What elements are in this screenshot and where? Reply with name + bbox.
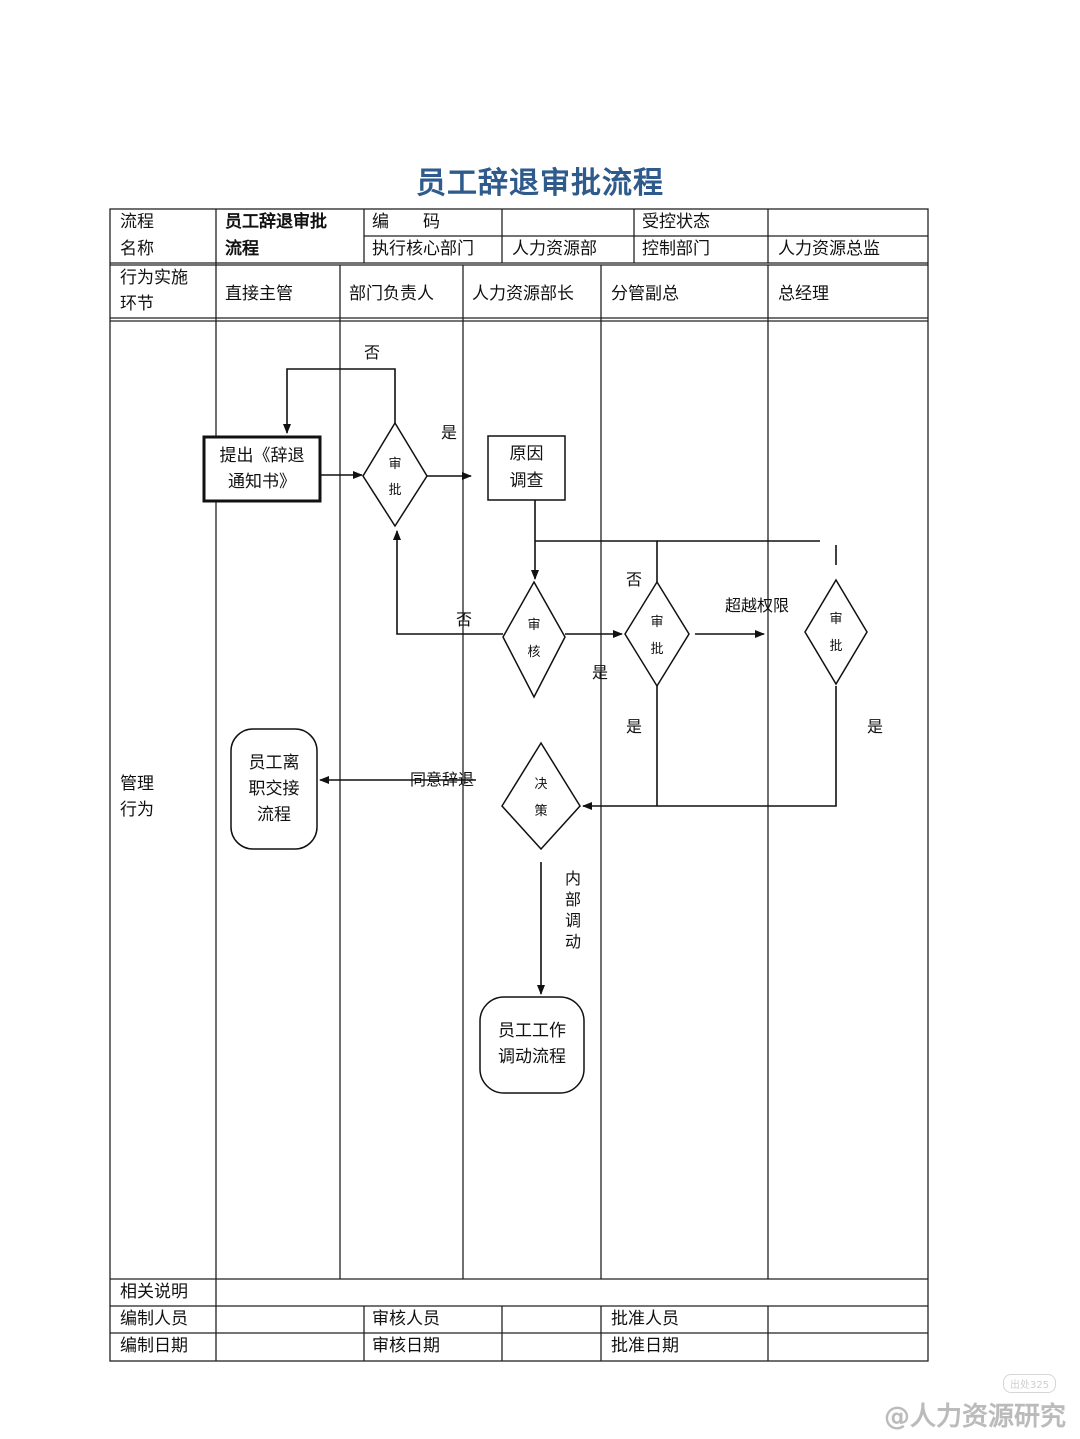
approve1-text-1: 审: [388, 457, 402, 472]
reviewed-date-label: 审核日期: [372, 1336, 440, 1356]
exec-dept-value: 人力资源部: [512, 239, 597, 259]
investigate-text-1: 原因: [509, 444, 544, 464]
review-text-1: 审: [527, 618, 541, 633]
edge-approve3-decision: [582, 686, 837, 810]
decision-text-1: 决: [534, 777, 548, 792]
label-yes-4: 是: [867, 717, 884, 736]
lane-row-label-2: 环节: [120, 294, 154, 314]
label-internal-transfer: 内 部 调 动: [563, 868, 583, 952]
transfer-text-1: 员工工作: [498, 1021, 566, 1041]
approved-date-label: 批准日期: [611, 1336, 679, 1356]
body-label-1: 管理: [120, 774, 154, 794]
handover-text-1: 员工离: [248, 753, 300, 773]
submit-text-2: 通知书》: [228, 472, 296, 492]
label-yes-1: 是: [441, 423, 458, 442]
watermark: @人力资源研究: [883, 1402, 1066, 1432]
review-text-2: 核: [527, 645, 541, 660]
label-yes-3: 是: [626, 717, 643, 736]
process-name-label-1: 流程: [120, 212, 154, 232]
approve-diamond-3: [804, 578, 868, 686]
approve3-text-1: 审: [829, 612, 843, 627]
table-grid: [109, 208, 929, 1362]
process-name-label-2: 名称: [120, 239, 154, 259]
submit-text-1: 提出《辞退: [219, 446, 305, 466]
exec-dept-label: 执行核心部门: [372, 239, 474, 259]
transfer-terminal: [479, 996, 585, 1094]
label-internal-char-4: 动: [564, 932, 581, 951]
label-no-top: 否: [364, 343, 381, 362]
handover-terminal: [230, 728, 318, 850]
approve2-text-2: 批: [650, 642, 664, 657]
prepared-by-label: 编制人员: [120, 1309, 188, 1329]
investigate-box: [487, 435, 566, 501]
label-no-3: 否: [626, 570, 643, 589]
transfer-text-2: 调动流程: [498, 1047, 566, 1067]
label-internal-char-2: 部: [564, 890, 581, 909]
edge-approve1-reject: [283, 368, 396, 434]
review-diamond: [502, 580, 566, 699]
edge-review-reject: [393, 530, 503, 635]
handover-text-2: 职交接: [248, 779, 300, 799]
controlled-status-label: 受控状态: [642, 212, 710, 232]
code-label: 编 码: [372, 212, 440, 232]
handover-text-3: 流程: [257, 805, 291, 825]
label-agree-dismiss: 同意辞退: [410, 770, 475, 789]
notes-label: 相关说明: [120, 1282, 188, 1302]
approve3-text-2: 批: [829, 639, 843, 654]
reviewed-by-label: 审核人员: [372, 1309, 440, 1329]
approve-diamond-1: [362, 421, 428, 528]
control-dept-value: 人力资源总监: [778, 239, 880, 259]
process-name-value-2: 流程: [225, 239, 259, 259]
process-name-value-1: 员工辞退审批: [225, 212, 327, 232]
label-no-2: 否: [456, 610, 473, 629]
lane-dept-head: 部门负责人: [349, 284, 434, 304]
prepared-date-label: 编制日期: [120, 1336, 188, 1356]
approve1-text-2: 批: [388, 483, 402, 498]
approve2-text-1: 审: [650, 615, 664, 630]
approved-by-label: 批准人员: [611, 1309, 679, 1329]
label-internal-char-1: 内: [564, 869, 581, 888]
submit-notice-box: [202, 435, 322, 503]
decision-diamond: [501, 741, 581, 851]
label-exceed-authority: 超越权限: [725, 596, 790, 615]
label-internal-char-3: 调: [564, 911, 581, 930]
lane-direct-supervisor: 直接主管: [225, 284, 293, 304]
lane-row-label-1: 行为实施: [120, 268, 188, 288]
label-yes-2: 是: [592, 663, 609, 682]
lane-general-manager: 总经理: [778, 284, 829, 304]
lane-vp: 分管副总: [611, 284, 679, 304]
decision-text-2: 策: [534, 804, 548, 819]
body-label-2: 行为: [120, 800, 154, 820]
control-dept-label: 控制部门: [642, 239, 710, 259]
investigate-text-2: 调查: [509, 471, 544, 491]
page-title: 员工辞退审批流程: [416, 166, 664, 201]
watermark-badge: 出处325: [1003, 1374, 1057, 1393]
lane-hr-minister: 人力资源部长: [472, 284, 574, 304]
